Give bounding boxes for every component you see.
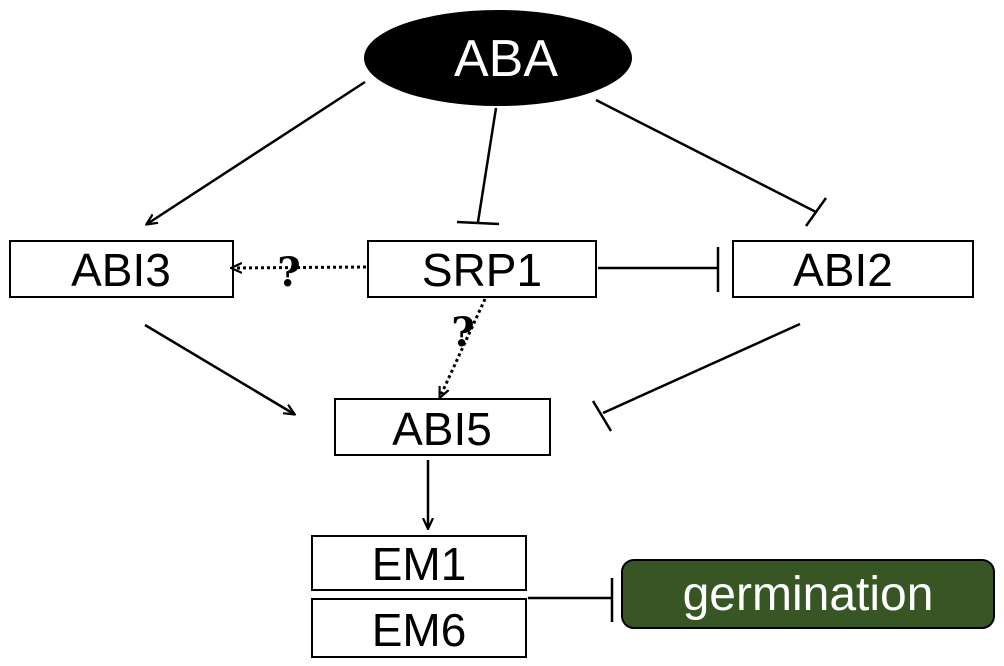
abi5-label: ABI5	[392, 403, 492, 455]
srp1-box	[367, 240, 597, 298]
aba-label: ABA	[454, 30, 558, 88]
abi3-label: ABI3	[71, 244, 171, 296]
node-srp1: SRP1	[367, 240, 597, 298]
em1-label: EM1	[372, 538, 467, 590]
node-em1: EM1	[311, 535, 527, 591]
abi5-box	[334, 398, 551, 456]
edge-aba-srp1	[456, 107, 500, 226]
srp1-label: SRP1	[422, 244, 542, 296]
edge-em6-germination	[528, 578, 614, 622]
edge-srp1-abi2	[598, 247, 720, 292]
edge-srp1-abi3	[232, 267, 367, 268]
edge-abi3-abi5	[144, 323, 294, 414]
node-abi5: ABI5	[334, 398, 551, 456]
em1-box	[311, 535, 527, 591]
aba-ellipse	[364, 10, 632, 106]
germination-label: germination	[683, 568, 934, 621]
edge-abi2-abi5	[591, 322, 801, 432]
node-em6: EM6	[311, 598, 527, 658]
node-aba: ABA	[364, 10, 632, 106]
abi2-box	[732, 240, 974, 298]
srp1-abi5-question-mark: ?	[451, 309, 474, 356]
srp1-abi3-question-mark: ?	[277, 249, 300, 296]
node-abi3: ABI3	[9, 240, 234, 298]
edge-aba-abi3	[147, 80, 366, 224]
em6-label: EM6	[372, 604, 467, 656]
abi2-label: ABI2	[793, 244, 893, 296]
node-abi2: ABI2	[732, 240, 974, 298]
germination-box	[621, 559, 995, 629]
node-germination: germination	[621, 559, 995, 629]
em6-box	[311, 598, 527, 658]
edge-aba-abi2	[595, 98, 828, 227]
